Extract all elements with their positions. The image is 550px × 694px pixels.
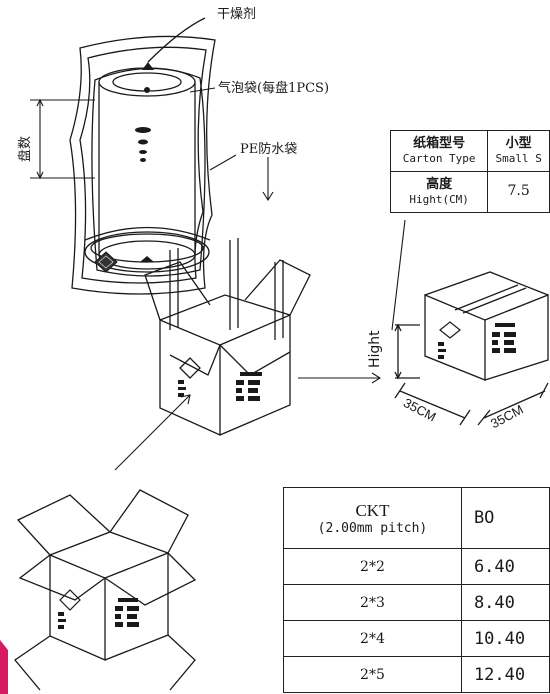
box-empty-front [49,554,106,661]
desiccant-label: 干燥剂 [217,7,257,22]
bo-cell: 8.40 [460,584,550,621]
bo-header: BO [460,487,550,549]
reel-count-label: 盘数 [18,135,33,162]
table-row: 2*5 12.40 [283,656,550,693]
table-row: 2*2 6.40 [283,548,550,585]
ckt-cell: 2*4 [283,620,462,657]
ckt-cell: 2*2 [283,548,462,585]
carton-height-value: 7.5 [487,171,550,213]
bubble-bag [91,67,206,277]
ckt-cell: 2*5 [283,656,462,693]
pe-bag-outline [69,35,216,295]
pe-bag-label: PE防水袋 [240,142,298,157]
table-row: 2*4 10.40 [283,620,550,657]
pe-bag-inner [79,46,207,284]
bo-cell: 12.40 [460,656,550,693]
bo-cell: 10.40 [460,620,550,657]
ckt-table: CKT (2.00mm pitch) BO 2*2 6.40 2*3 8.40 … [283,487,550,693]
bo-cell: 6.40 [460,548,550,585]
table-row: 2*3 8.40 [283,584,550,621]
carton-type-header: 纸箱型号 Carton Type [389,130,489,172]
height-label: Hight [367,330,383,368]
ckt-header: CKT (2.00mm pitch) [283,487,462,549]
bubble-bag-label: 气泡袋(每盘1PCS) [218,81,330,96]
carton-type-table: 纸箱型号 Carton Type 小型 Small S 高度 Hight(CM)… [389,130,550,213]
carton-small-header: 小型 Small S [487,130,550,172]
ckt-cell: 2*3 [283,584,462,621]
carton-height-header: 高度 Hight(CM) [389,171,489,213]
